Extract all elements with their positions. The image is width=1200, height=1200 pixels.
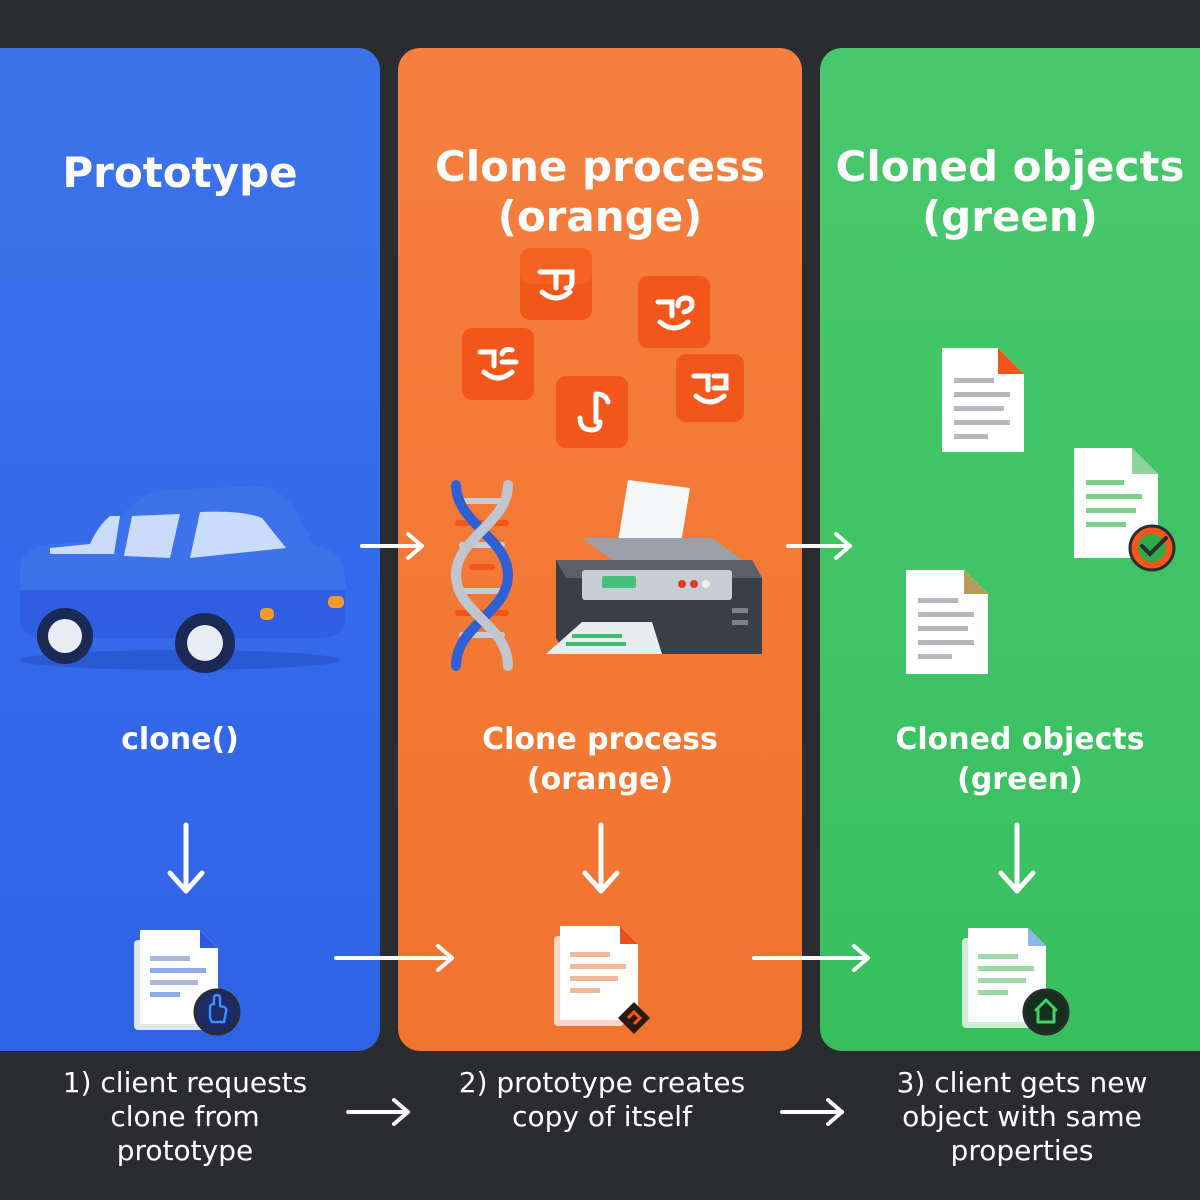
car-icon: [20, 486, 345, 673]
right-arrow-icon: [752, 944, 870, 972]
clone-process-panel: Clone process (orange): [398, 48, 802, 1051]
document-icon: [1074, 448, 1176, 572]
app-tile-icon: [520, 248, 592, 320]
right-arrow-icon: [786, 532, 852, 560]
app-tile-icon: [462, 328, 534, 400]
down-arrow-icon: [167, 822, 205, 894]
cloned-objects-label: Cloned objects (green): [895, 722, 1145, 797]
app-tile-icon: [676, 354, 744, 422]
down-arrow-icon: [582, 822, 620, 894]
document-icon: [942, 348, 1024, 452]
document-icon: [554, 926, 650, 1034]
step-3-caption: 3) client gets new object with same prop…: [896, 1066, 1148, 1167]
printer-icon: [546, 480, 762, 654]
step-2-caption: 2) prototype creates copy of itself: [458, 1066, 746, 1133]
right-arrow-icon: [334, 944, 454, 972]
document-icon: [962, 928, 1070, 1036]
document-icon: [906, 570, 988, 674]
clone-process-label: Clone process (orange): [482, 722, 718, 797]
cloned-objects-title: Cloned objects (green): [835, 142, 1185, 241]
app-tile-icon: [556, 376, 628, 448]
cloned-objects-panel: Cloned objects (green) Cloned objects (g…: [820, 48, 1200, 1051]
document-icon: [134, 930, 241, 1036]
right-arrow-icon: [346, 1098, 410, 1126]
prototype-panel: Prototype clone(): [0, 48, 380, 1051]
right-arrow-icon: [360, 532, 424, 560]
app-tile-icon: [638, 276, 710, 348]
dna-icon: [450, 480, 514, 671]
right-arrow-icon: [780, 1098, 844, 1126]
step-1-caption: 1) client requests clone from prototype: [62, 1066, 308, 1167]
down-arrow-icon: [998, 822, 1036, 894]
prototype-title: Prototype: [62, 148, 298, 197]
clone-method-label: clone(): [121, 722, 239, 757]
clone-process-title: Clone process (orange): [434, 142, 766, 241]
